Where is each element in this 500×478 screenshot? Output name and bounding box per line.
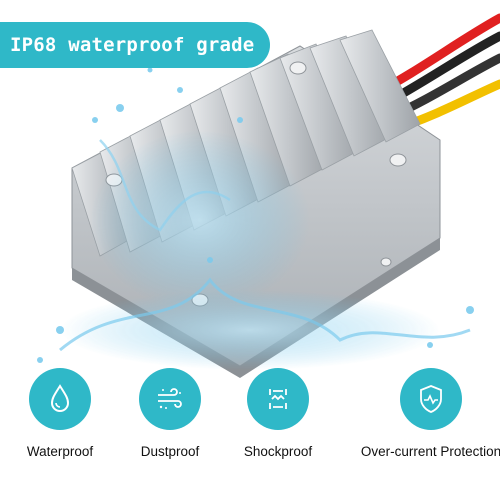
feature-label-over-current-protection: Over-current Protection xyxy=(360,444,500,459)
feature-shockproof: Shockproof xyxy=(218,368,338,478)
feature-label-shockproof: Shockproof xyxy=(243,444,313,459)
feature-waterproof: Waterproof xyxy=(0,368,120,478)
water-splash xyxy=(37,67,474,370)
waterproof-banner: IP68 waterproof grade xyxy=(0,22,270,68)
water-drop-icon xyxy=(29,368,91,430)
feature-label-waterproof: Waterproof xyxy=(26,444,94,459)
feature-over-current-protection: Over-current Protection xyxy=(356,368,500,478)
feature-row: Waterproof Dustproof Shockproof xyxy=(0,368,500,478)
shield-pulse-icon xyxy=(400,368,462,430)
banner-title: IP68 waterproof grade xyxy=(10,34,255,56)
dust-wind-icon xyxy=(139,368,201,430)
feature-dustproof: Dustproof xyxy=(110,368,230,478)
shock-wave-icon xyxy=(247,368,309,430)
feature-label-dustproof: Dustproof xyxy=(140,444,200,459)
